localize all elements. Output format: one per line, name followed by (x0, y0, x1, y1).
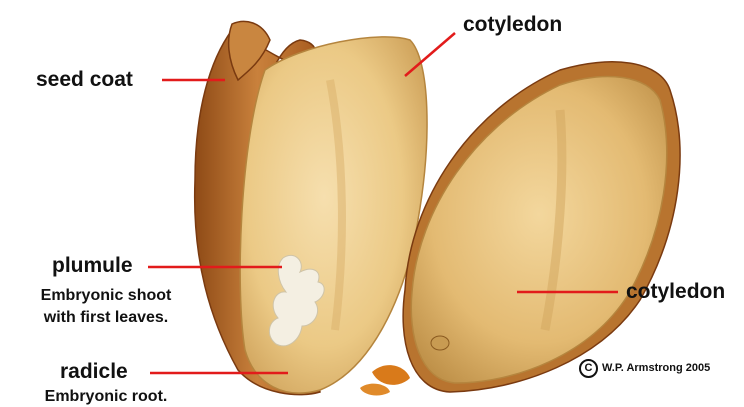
copyright-notice: C W.P. Armstrong 2005 (579, 359, 710, 378)
label-cotyledon-right: cotyledon (626, 280, 725, 303)
cotyledon-right (411, 77, 666, 383)
copyright-text: W.P. Armstrong 2005 (602, 362, 710, 374)
label-plumule-desc-1: Embryonic shoot (8, 287, 204, 305)
label-seed-coat: seed coat (36, 68, 133, 91)
copyright-icon: C (579, 359, 598, 378)
radicle-tip (431, 336, 449, 350)
label-cotyledon-top: cotyledon (463, 13, 562, 36)
label-radicle-desc: Embryonic root. (8, 388, 204, 406)
label-plumule-desc-2: with first leaves. (8, 309, 204, 327)
label-plumule: plumule (52, 254, 133, 277)
label-radicle: radicle (60, 360, 128, 383)
